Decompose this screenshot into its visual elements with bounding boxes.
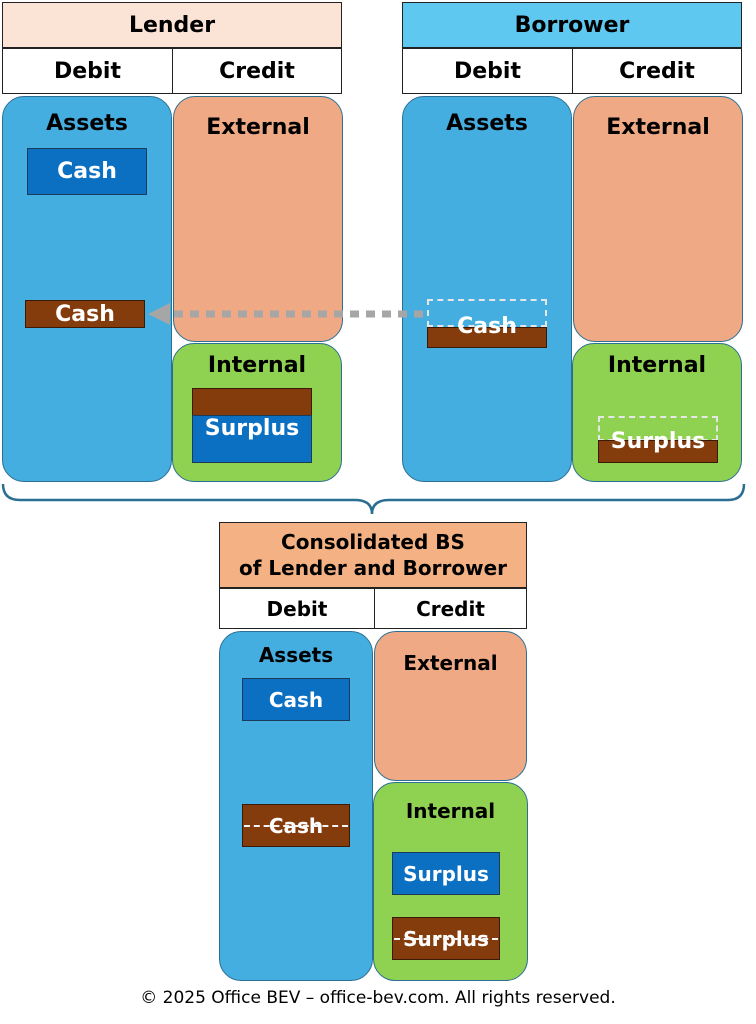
lender-credit-header: Credit <box>172 48 342 94</box>
borrower-cash-removed-outline <box>427 299 547 327</box>
borrower-cash-box <box>427 327 547 348</box>
borrower-credit-header: Credit <box>572 48 742 94</box>
lender-assets-title: Assets <box>46 110 128 136</box>
consolidated-surplus-box: Surplus <box>392 852 500 895</box>
consolidated-internal-title: Internal <box>405 799 496 823</box>
borrower-external-panel <box>573 96 743 342</box>
lender-internal-title: Internal <box>207 352 307 378</box>
consolidated-cash-strike <box>244 825 348 827</box>
borrower-cash-label: Cash <box>457 313 517 339</box>
lender-cash-box: Cash <box>27 148 147 195</box>
consolidated-assets-title: Assets <box>258 643 334 667</box>
borrower-debit-header: Debit <box>402 48 573 94</box>
lender-cash-loan-box: Cash <box>25 300 145 328</box>
borrower-assets-title: Assets <box>446 110 528 136</box>
consolidated-credit-header: Credit <box>374 588 527 629</box>
lender-title: Lender <box>2 2 342 48</box>
consolidated-title-line2: of Lender and Borrower <box>238 556 508 580</box>
consolidated-title: Consolidated BS of Lender and Borrower <box>219 522 527 588</box>
consolidated-external-title: External <box>403 651 498 675</box>
borrower-assets-panel <box>402 96 572 482</box>
lender-surplus-box: Surplus <box>192 415 312 463</box>
consolidated-surplus-strike <box>394 938 498 940</box>
consolidated-cash-box: Cash <box>242 678 350 721</box>
consolidated-debit-header: Debit <box>219 588 375 629</box>
lender-surplus-brown-box <box>192 388 312 416</box>
copyright-footer: © 2025 Office BEV – office-bev.com. All … <box>140 988 616 1008</box>
consolidated-external-panel <box>374 631 527 781</box>
consolidation-brace <box>1 483 746 515</box>
lender-debit-header: Debit <box>2 48 173 94</box>
lender-external-panel <box>173 96 343 342</box>
borrower-external-title: External <box>606 114 710 140</box>
borrower-surplus-label: Surplus <box>610 428 706 454</box>
borrower-internal-title: Internal <box>607 352 707 378</box>
borrower-surplus-box <box>598 440 718 463</box>
lender-external-title: External <box>206 114 310 140</box>
consolidated-title-line1: Consolidated BS <box>281 530 465 554</box>
borrower-title: Borrower <box>402 2 742 48</box>
